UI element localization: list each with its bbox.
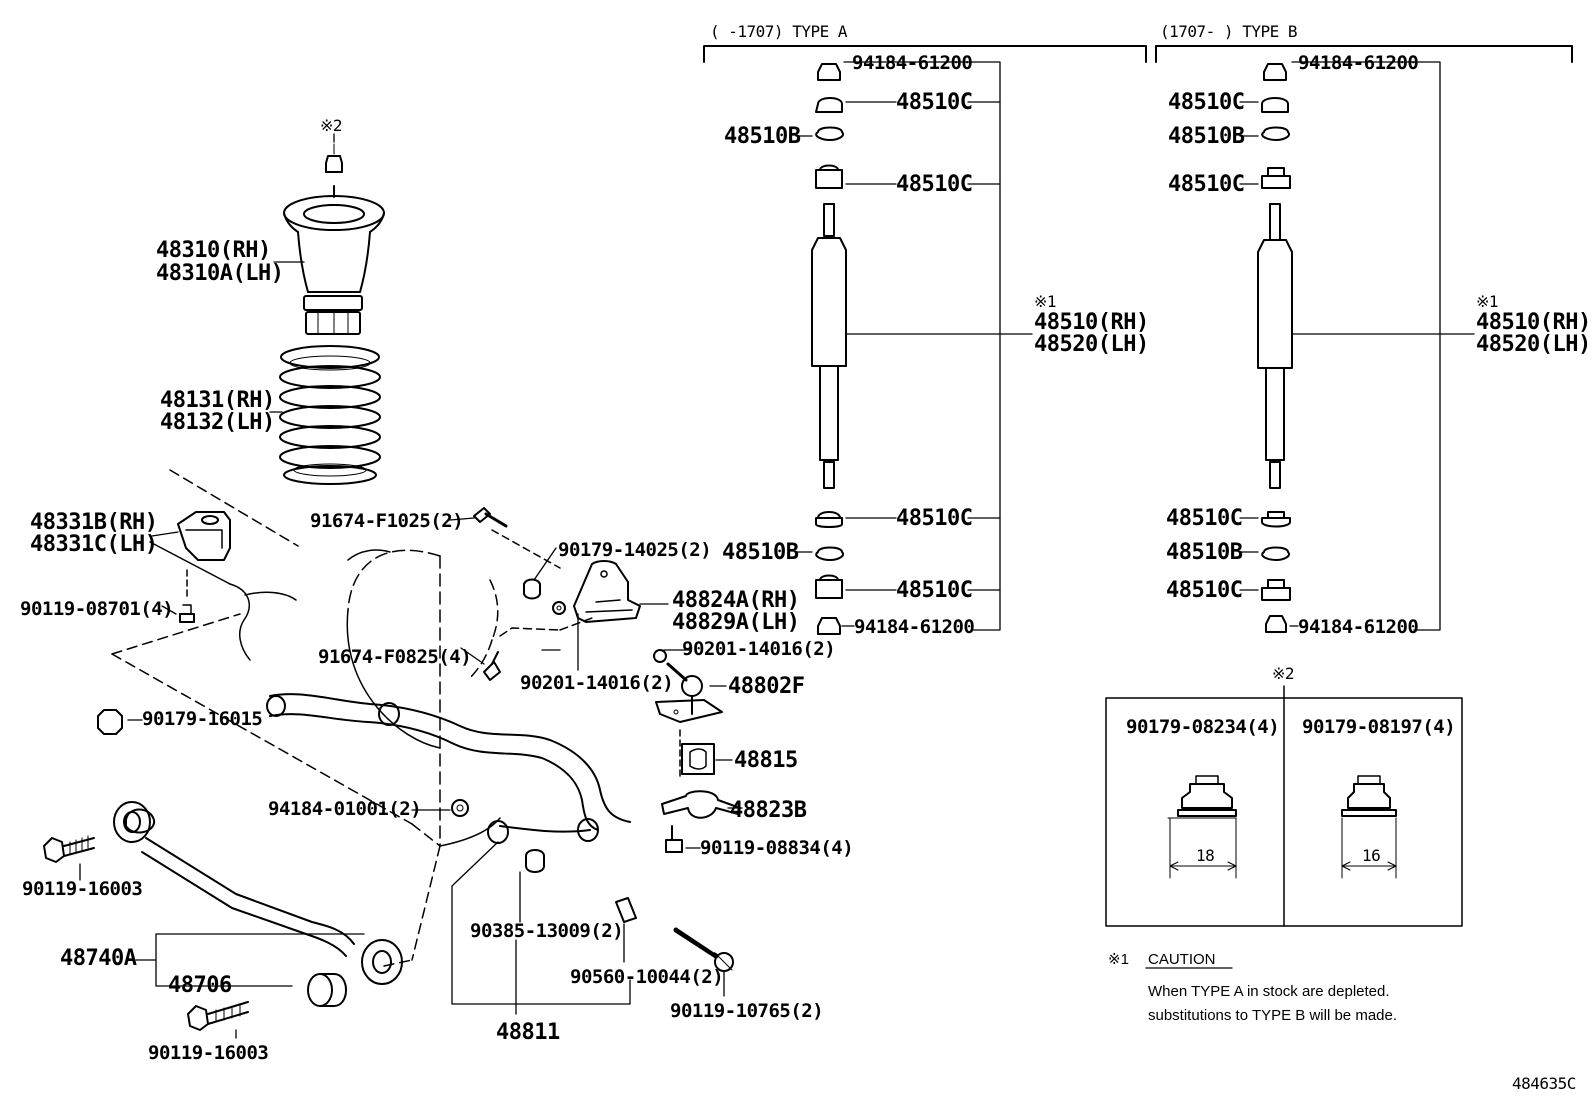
nut-16015-label: 90179-16015	[142, 708, 263, 730]
type-b-cush-c2-label: 48510C	[1168, 172, 1245, 197]
stabilizer-label: 48811	[496, 1020, 560, 1045]
bolt-f1025-label: 91674-F1025(2)	[310, 510, 464, 532]
type-b-cush-c3-label: 48510C	[1166, 506, 1243, 531]
spring-lh-label: 48132(LH)	[160, 410, 275, 435]
type-b-leaders	[1239, 61, 1475, 631]
upper-mount-icon	[283, 185, 385, 335]
type-b-mark1-label: ※1	[1476, 292, 1499, 311]
mount-nut-icon	[325, 143, 343, 173]
nut-size-table	[1105, 685, 1463, 927]
rod-48740a-label: 48740A	[60, 946, 137, 971]
nut-table-mark2-label: ※2	[1272, 664, 1295, 683]
bolt-f0825-label: 91674-F0825(4)	[318, 646, 472, 668]
pin-10044-icon	[615, 897, 637, 923]
bolt-08834-label: 90119-08834(4)	[700, 837, 854, 859]
bracket-rh-label: 48331B(RH)	[30, 510, 158, 535]
bolt-10765-label: 90119-10765(2)	[670, 1000, 824, 1022]
nut-14025-label: 90179-14025(2)	[558, 539, 712, 561]
link-label: 48802F	[728, 674, 805, 699]
type-b-absorber-lh-label: 48520(LH)	[1476, 332, 1591, 357]
type-a-cush-b1-label: 48510B	[724, 124, 801, 149]
coil-spring-icon	[279, 345, 381, 485]
nut-01001-icon	[451, 799, 469, 817]
figure-id: 484635C	[1512, 1074, 1576, 1093]
nut-table-col1-size: 18	[1196, 846, 1215, 865]
type-a-cush-b2-label: 48510B	[722, 540, 799, 565]
type-a-nut-bottom-label: 94184-61200	[854, 616, 975, 638]
pin-10044-label: 90560-10044(2)	[570, 966, 724, 988]
spring-rh-label: 48131(RH)	[160, 388, 275, 413]
stabilizer-link-icon	[653, 649, 723, 723]
caution-title: CAUTION	[1148, 951, 1216, 968]
bushing-13009-label: 90385-13009(2)	[470, 920, 624, 942]
type-b-header: (1707- ) TYPE B	[1160, 22, 1298, 41]
washer-icon	[552, 601, 566, 615]
type-a-leaders	[795, 61, 1033, 631]
caution-line-1: When TYPE A in stock are depleted.	[1148, 983, 1390, 1000]
bushing-48706-label: 48706	[168, 973, 232, 998]
stabilizer-bar-icon	[266, 693, 631, 844]
bracket2-lh-label: 48829A(LH)	[672, 610, 800, 635]
bolt-16003-a-icon	[43, 835, 95, 863]
type-a-cush-c4-label: 48510C	[896, 578, 973, 603]
mount-lh-label: 48310A(LH)	[156, 261, 284, 286]
frame-outline	[111, 469, 593, 967]
caution-mark: ※1	[1108, 951, 1129, 968]
lateral-rod-icon	[113, 801, 403, 985]
type-b-nut-top-label: 94184-61200	[1298, 52, 1419, 74]
washer-14016-b-label: 90201-14016(2)	[520, 672, 674, 694]
bracket2-rh-label: 48824A(RH)	[672, 588, 800, 613]
type-a-header: ( -1707) TYPE A	[710, 22, 848, 41]
type-b-cush-b1-label: 48510B	[1168, 124, 1245, 149]
type-a-cush-c3-label: 48510C	[896, 506, 973, 531]
bushing-48815-icon	[681, 743, 715, 775]
nut-01001-label: 94184-01001(2)	[268, 798, 422, 820]
nut-table-col2-part: 90179-08197(4)	[1302, 716, 1456, 738]
bolt-08834-icon	[665, 825, 683, 853]
mount-rh-label: 48310(RH)	[156, 238, 271, 263]
type-b-absorber-rh-label: 48510(RH)	[1476, 310, 1591, 335]
mark2-top-label: ※2	[320, 116, 343, 135]
type-b-cush-c1-label: 48510C	[1168, 90, 1245, 115]
bolt-f1025-icon	[473, 507, 508, 528]
type-b-shock-column	[1257, 63, 1293, 633]
nut-table-col2-size: 16	[1362, 846, 1381, 865]
type-a-cush-c2-label: 48510C	[896, 172, 973, 197]
type-a-cush-c1-label: 48510C	[896, 90, 973, 115]
type-b-cush-c4-label: 48510C	[1166, 578, 1243, 603]
type-a-shock-column	[811, 63, 847, 635]
bracket-48823b-label: 48823B	[730, 798, 807, 823]
caution-line-2: substitutions to TYPE B will be made.	[1148, 1007, 1398, 1024]
stabilizer-bracket-icon	[573, 560, 641, 623]
type-b-nut-bottom-label: 94184-61200	[1298, 616, 1419, 638]
nut-table-col1-part: 90179-08234(4)	[1126, 716, 1280, 738]
type-a-absorber-lh-label: 48520(LH)	[1034, 332, 1149, 357]
bolt-08701-label: 90119-08701(4)	[20, 598, 174, 620]
type-a-bracket	[703, 45, 1147, 63]
bump-bracket-icon	[177, 511, 231, 561]
bushing-48706-icon	[307, 973, 347, 1007]
nut-16015-icon	[97, 709, 123, 735]
type-a-mark1-label: ※1	[1034, 292, 1057, 311]
bolt-f0825-icon	[483, 651, 501, 681]
leader-lines-left	[79, 133, 743, 1039]
bolt-10765-icon	[673, 927, 734, 972]
bolt-16003-b-icon	[187, 1001, 249, 1031]
type-a-absorber-rh-label: 48510(RH)	[1034, 310, 1149, 335]
bracket-48823b-icon	[661, 790, 741, 819]
bolt-16003-a-label: 90119-16003	[22, 878, 143, 900]
type-b-cush-b2-label: 48510B	[1166, 540, 1243, 565]
bolt-16003-b-label: 90119-16003	[148, 1042, 269, 1064]
nut-14025-icon	[523, 578, 541, 600]
washer-14016-a-label: 90201-14016(2)	[682, 638, 836, 660]
bolt-08701-icon	[179, 604, 195, 623]
bushing-48815-label: 48815	[734, 748, 798, 773]
bracket-lh-label: 48331C(LH)	[30, 532, 158, 557]
type-b-bracket	[1155, 45, 1573, 63]
bushing-13009-icon	[525, 849, 545, 873]
type-a-nut-top-label: 94184-61200	[852, 52, 973, 74]
